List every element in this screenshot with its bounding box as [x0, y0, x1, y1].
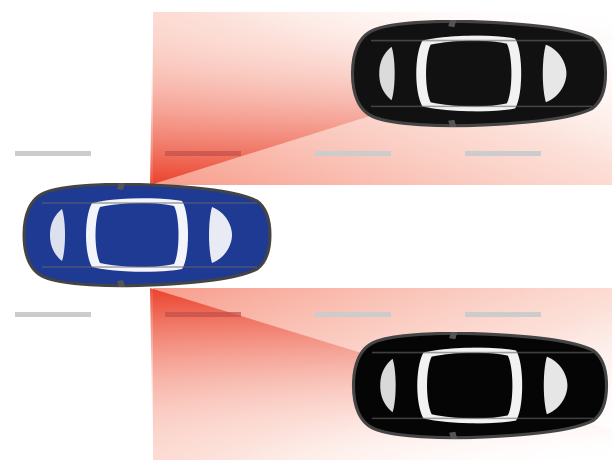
lane-dash	[465, 312, 541, 317]
lane-dash	[165, 312, 241, 317]
car-topview-icon	[351, 332, 609, 440]
lane-dash	[15, 312, 91, 317]
lane-dash	[165, 151, 241, 156]
subject-car	[22, 183, 272, 288]
lane-markings	[15, 151, 541, 317]
lane-dash	[315, 312, 391, 317]
upper-lane-car	[350, 20, 608, 128]
lane-dash	[15, 151, 91, 156]
car-topview-icon	[350, 20, 608, 128]
lane-dash	[315, 151, 391, 156]
car-topview-icon	[22, 183, 272, 288]
lower-lane-car	[351, 332, 609, 440]
lane-dash	[465, 151, 541, 156]
